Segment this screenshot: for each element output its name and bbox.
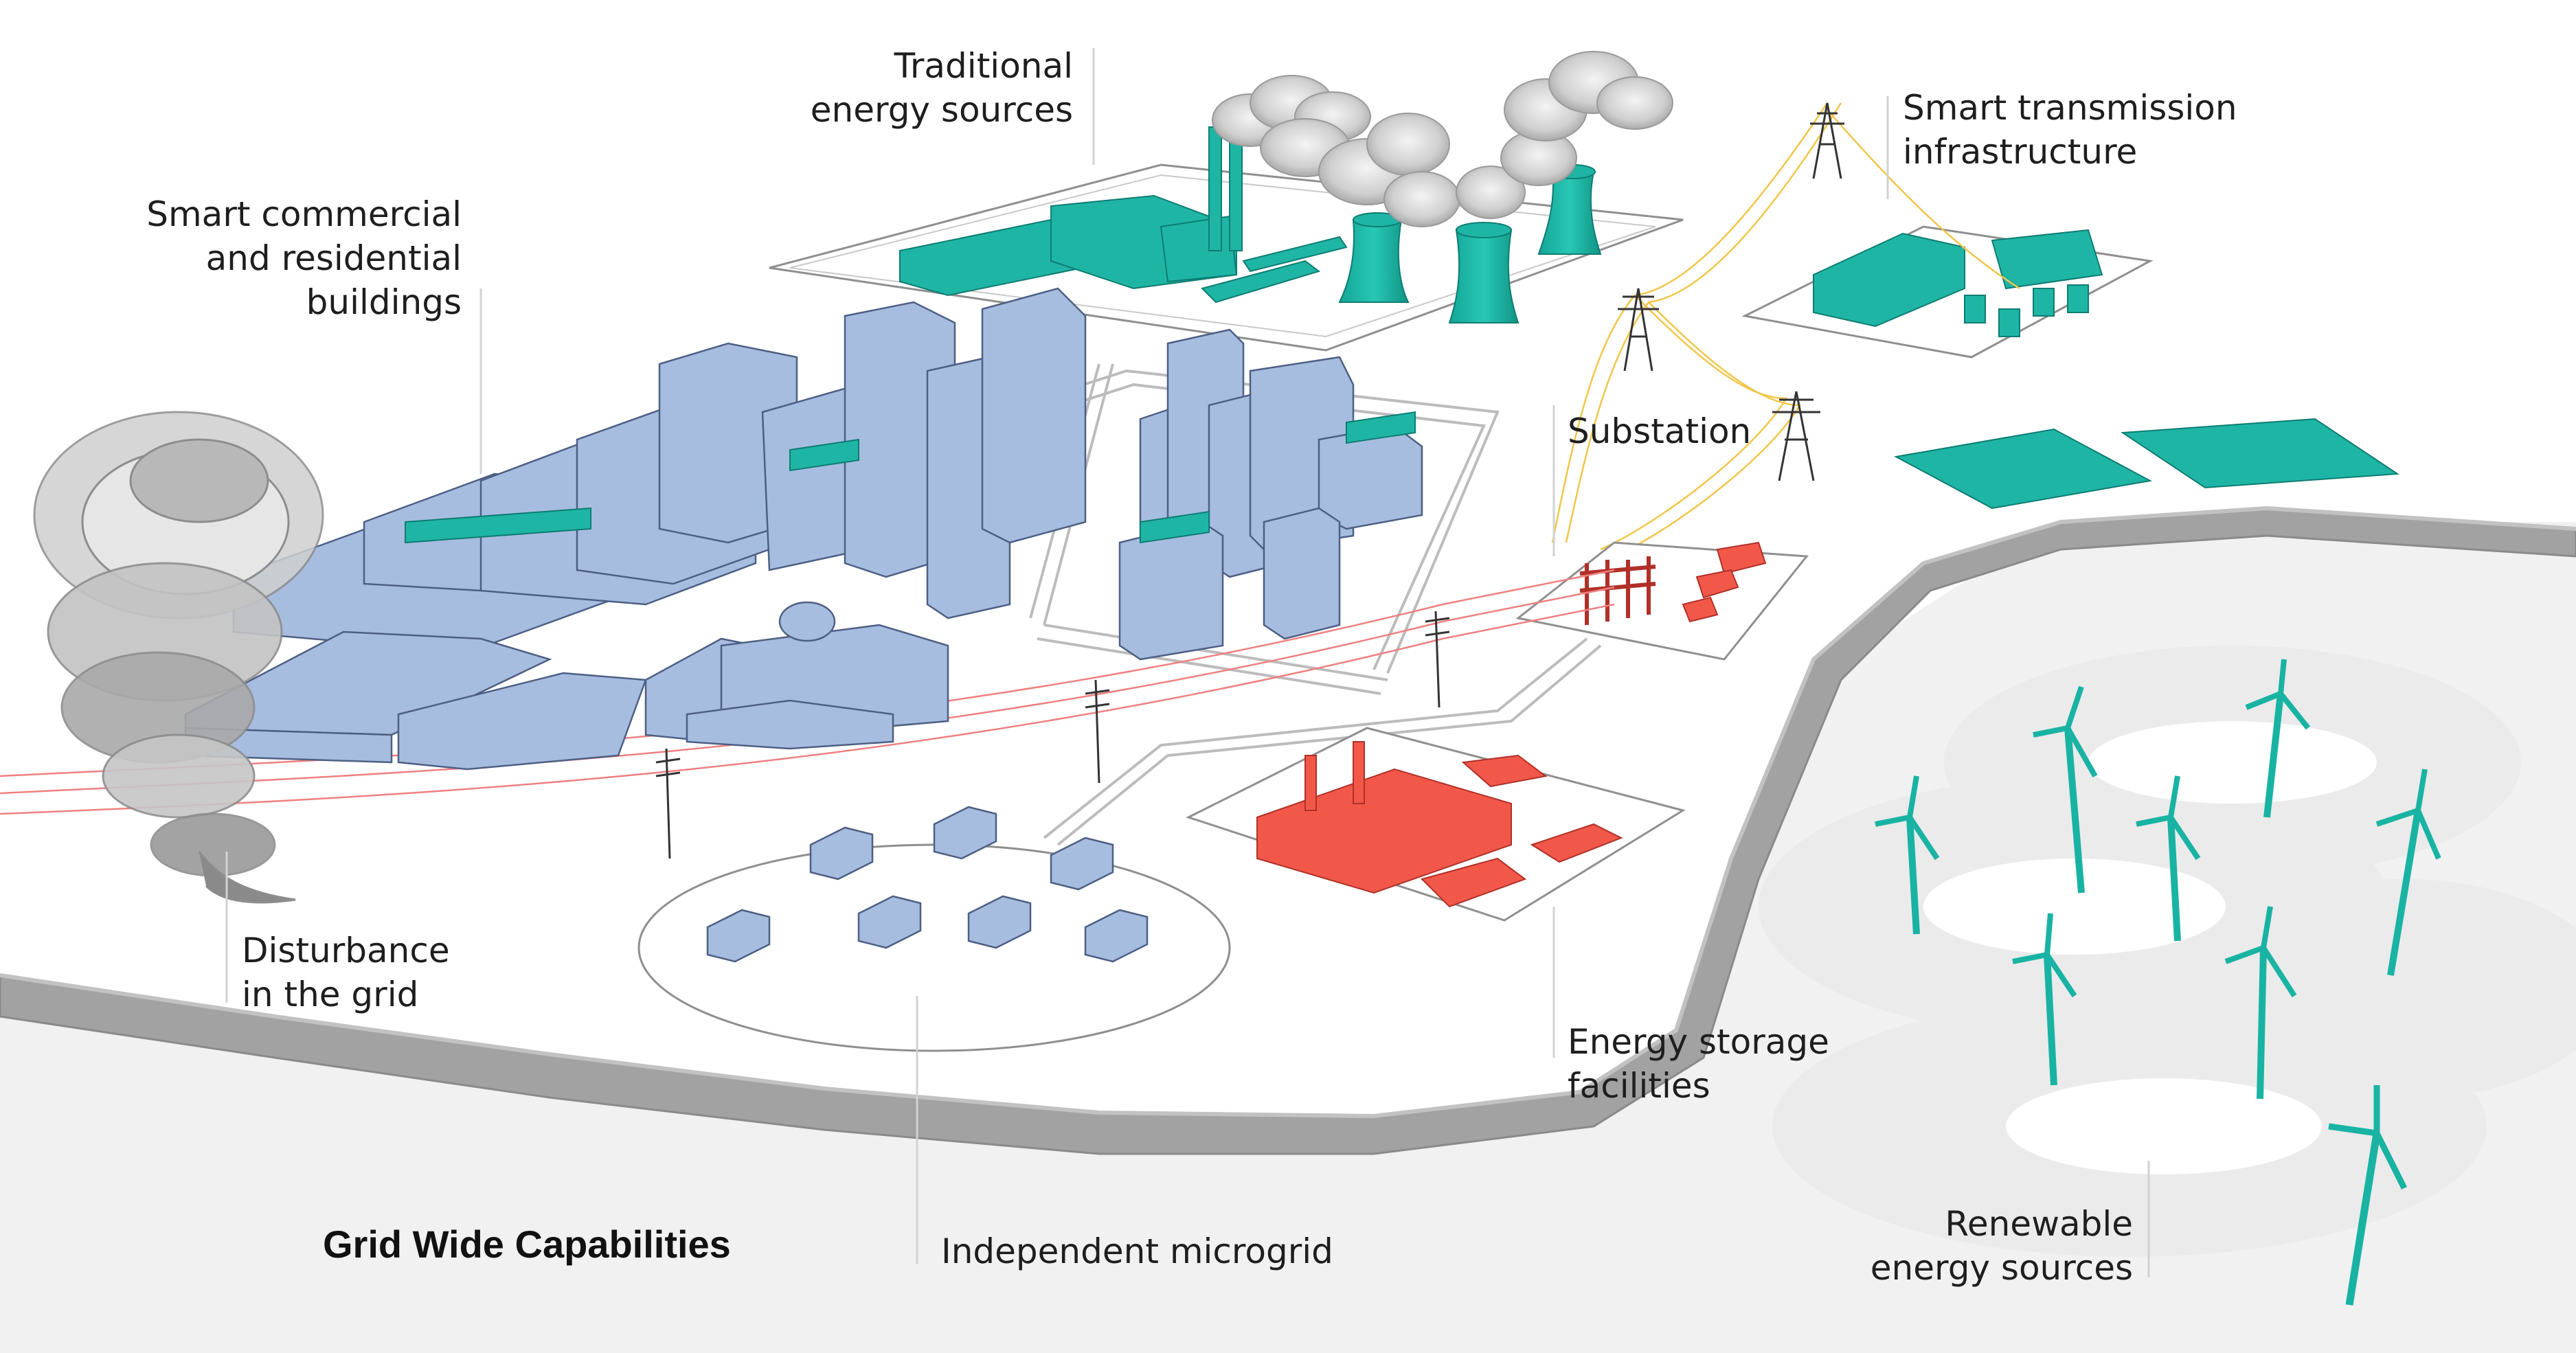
pylons	[1618, 102, 1844, 481]
leader-lines	[225, 48, 2150, 1277]
label-renewable-energy-sources: Renewable energy sources	[1870, 1204, 2133, 1288]
label-substation: Substation	[1568, 411, 1752, 451]
energy-storage	[1186, 727, 1686, 922]
microgrid-houses	[637, 806, 1231, 1052]
transmission-lines	[1551, 102, 2020, 558]
label-energy-storage-facilities: Energy storage facilities	[1568, 1022, 1829, 1106]
smoke-plumes	[1212, 51, 1673, 227]
label-independent-microgrid: Independent microgrid	[941, 1231, 1333, 1271]
label-disturbance-in-the-grid: Disturbance in the grid	[242, 931, 450, 1014]
city-blocks	[184, 287, 1423, 771]
transmission-infrastructure	[1741, 225, 2154, 359]
wind-field-inner	[1923, 721, 2377, 1174]
tornado	[33, 411, 324, 904]
label-smart-transmission-infrastructure: Smart transmission infrastructure	[1903, 88, 2237, 172]
substation	[1515, 541, 1809, 661]
rooftop-panels	[405, 411, 1416, 544]
grid-boundary-wall	[0, 505, 2576, 1155]
solar-arrays	[1893, 418, 2399, 510]
label-traditional-energy-sources: Traditional energy sources	[810, 46, 1073, 130]
utility-poles	[655, 611, 1450, 859]
power-plant	[769, 51, 1684, 352]
label-smart-buildings: Smart commercial and residential buildin…	[146, 194, 462, 322]
wind-turbines	[1875, 659, 2441, 1306]
diagram-title: Grid Wide Capabilities	[323, 1223, 731, 1266]
